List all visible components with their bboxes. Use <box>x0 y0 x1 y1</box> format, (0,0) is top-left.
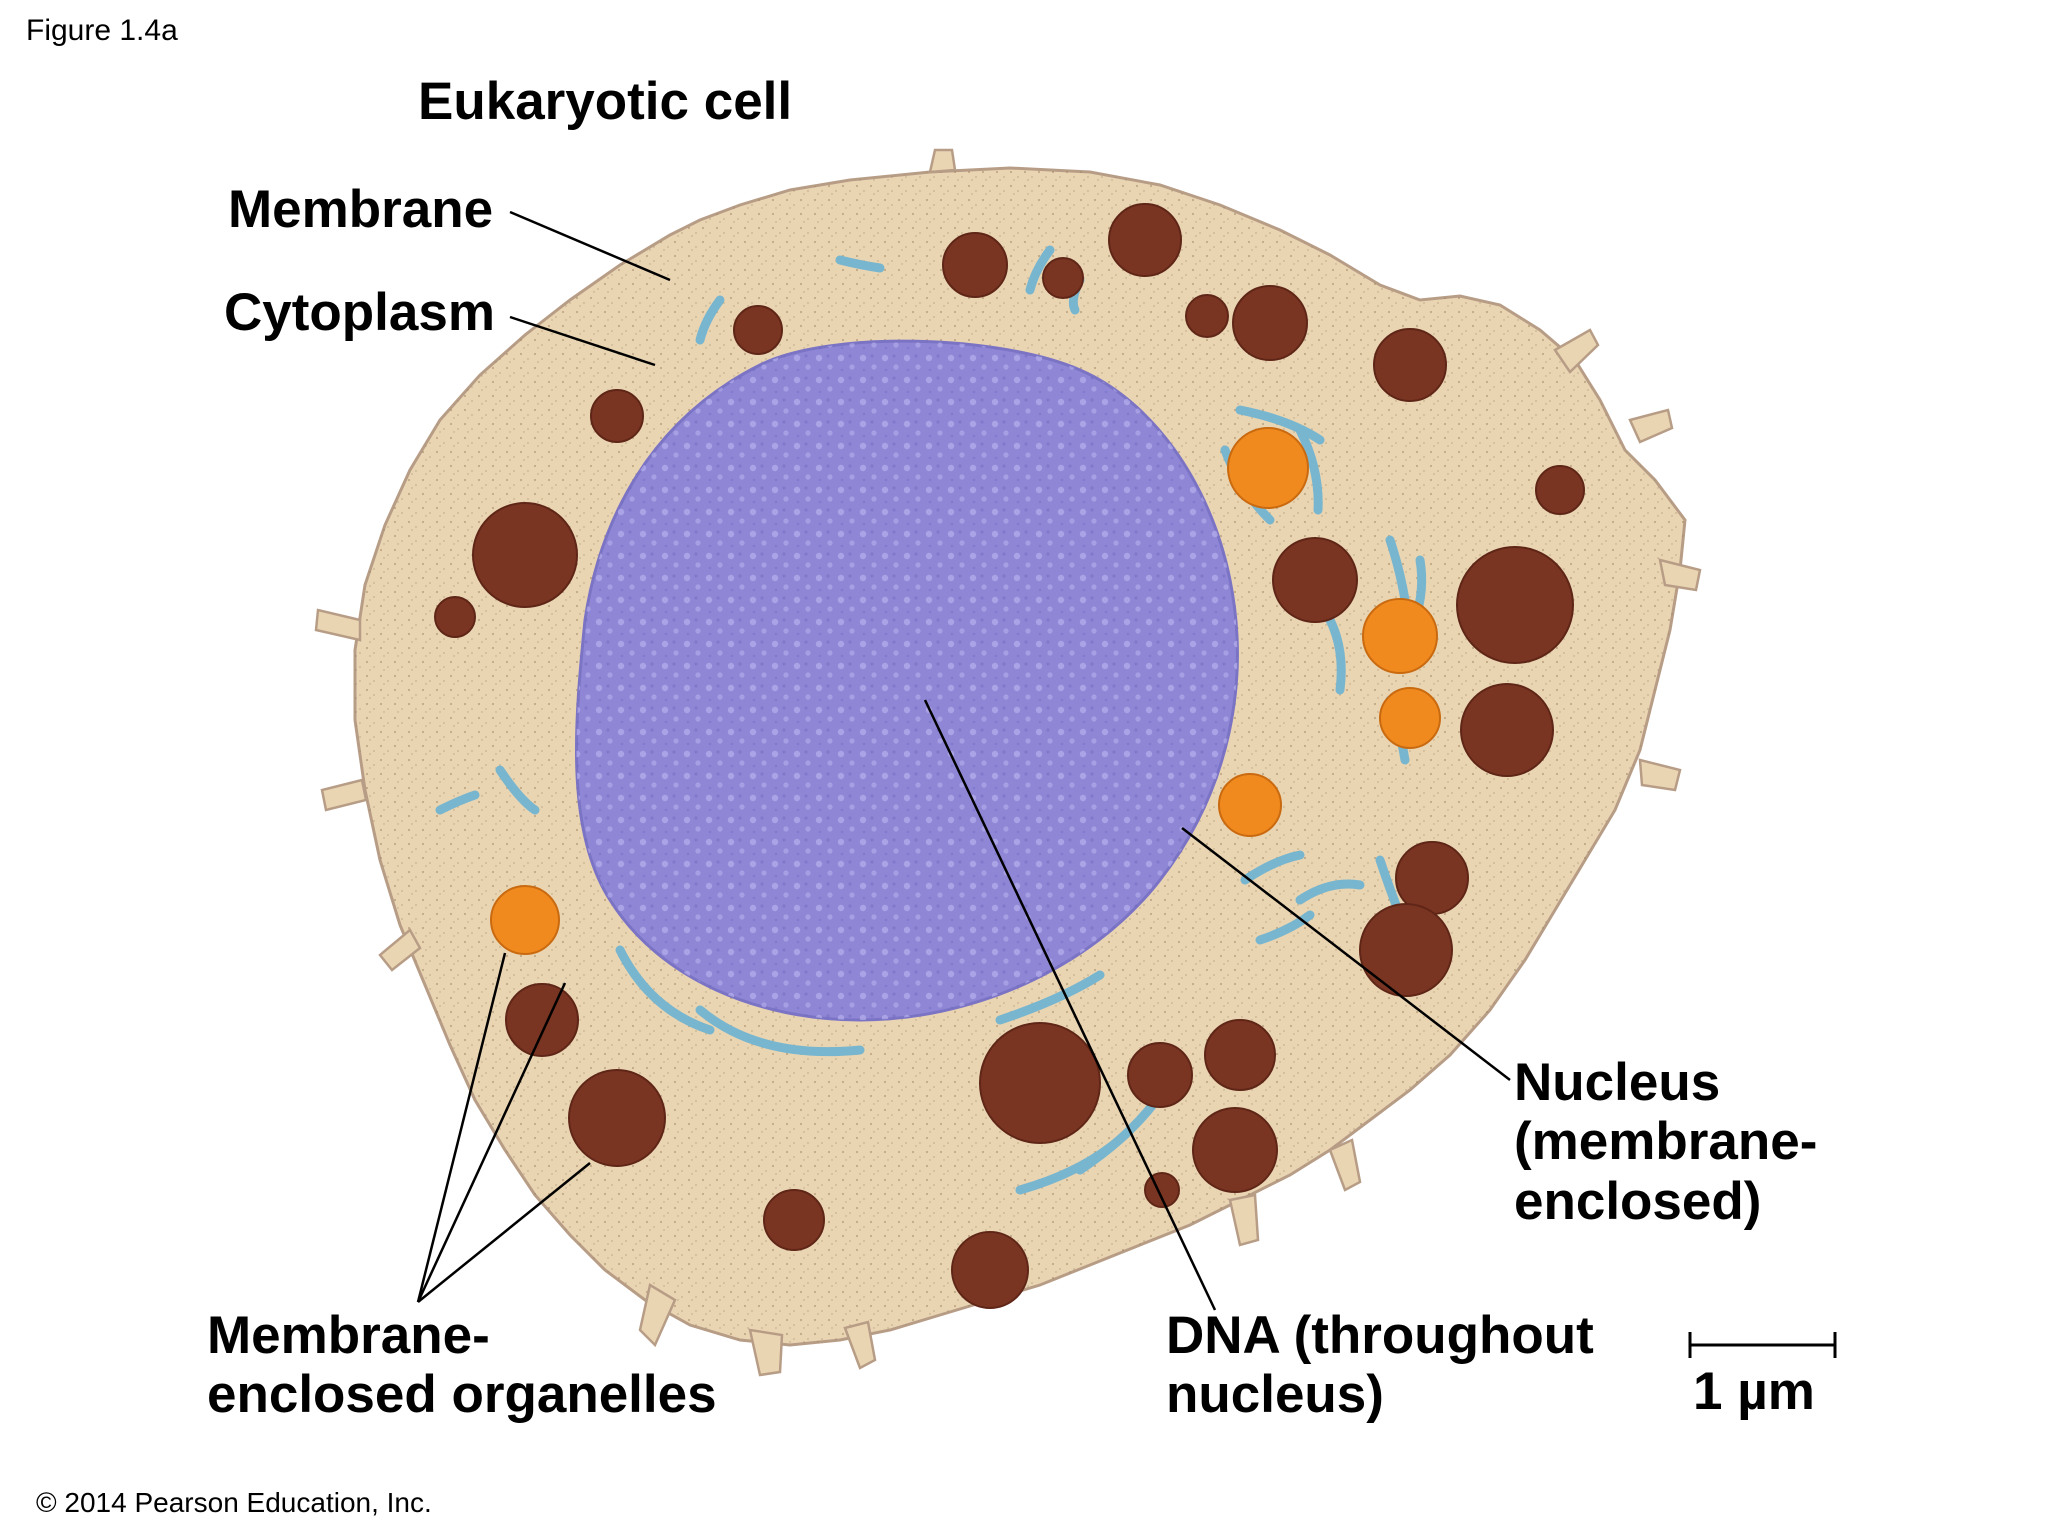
er-strands <box>435 245 1427 1195</box>
figure-number: Figure 1.4a <box>26 14 178 47</box>
nucleus <box>574 339 1239 1022</box>
organelle-orange <box>1379 687 1441 749</box>
organelle <box>568 1069 666 1167</box>
organelle <box>733 305 783 355</box>
scale-bar <box>1688 1332 1837 1358</box>
organelle <box>1460 683 1554 777</box>
organelle <box>1456 546 1574 664</box>
dna-leader-line <box>923 699 1217 1311</box>
membrane-label: Membrane <box>228 180 494 239</box>
organelle <box>1108 203 1182 277</box>
organelle <box>590 389 644 443</box>
organelle <box>1042 257 1084 299</box>
organelle <box>951 1231 1029 1309</box>
organelle <box>1192 1107 1278 1193</box>
organelle <box>1127 1042 1193 1108</box>
leader-lines <box>416 210 1511 1311</box>
cytoplasm-label: Cytoplasm <box>224 283 495 342</box>
organelle <box>1144 1172 1180 1208</box>
nucleus-leader-line <box>1181 827 1511 1081</box>
organelle <box>979 1022 1101 1144</box>
organelles-leader-line-3 <box>417 1162 591 1303</box>
dna-label: DNA (throughout nucleus) <box>1166 1306 1594 1425</box>
organelle-orange <box>1218 773 1282 837</box>
cytoplasm-leader-line <box>509 315 656 367</box>
membrane-projections <box>314 148 1702 1377</box>
organelle <box>1232 285 1308 361</box>
membrane-leader-line <box>509 210 671 282</box>
organelle <box>1185 294 1229 338</box>
organelles-label: Membrane- enclosed organelles <box>207 1306 717 1425</box>
organelle <box>1204 1019 1276 1091</box>
organelle <box>1272 537 1358 623</box>
nucleus-label: Nucleus (membrane- enclosed) <box>1514 1053 1818 1231</box>
dna-texture <box>576 341 1238 1020</box>
organelle <box>434 596 476 638</box>
organelle-orange <box>490 885 560 955</box>
organelle-orange <box>1362 598 1438 674</box>
scale-bar-label: 1 µm <box>1693 1362 1815 1421</box>
organelles-leader-line-2 <box>416 982 567 1303</box>
orange-organelles <box>490 427 1441 955</box>
organelle <box>763 1189 825 1251</box>
organelle-orange <box>1227 427 1309 509</box>
organelle <box>505 983 579 1057</box>
organelle <box>942 232 1008 298</box>
organelle <box>472 502 578 608</box>
organelles-leader-line-1 <box>416 952 507 1303</box>
diagram-title: Eukaryotic cell <box>418 72 793 131</box>
organelle <box>1535 465 1585 515</box>
brown-organelles <box>434 203 1585 1309</box>
organelle <box>1359 903 1453 997</box>
copyright-notice: © 2014 Pearson Education, Inc. <box>36 1487 432 1518</box>
organelle <box>1373 328 1447 402</box>
